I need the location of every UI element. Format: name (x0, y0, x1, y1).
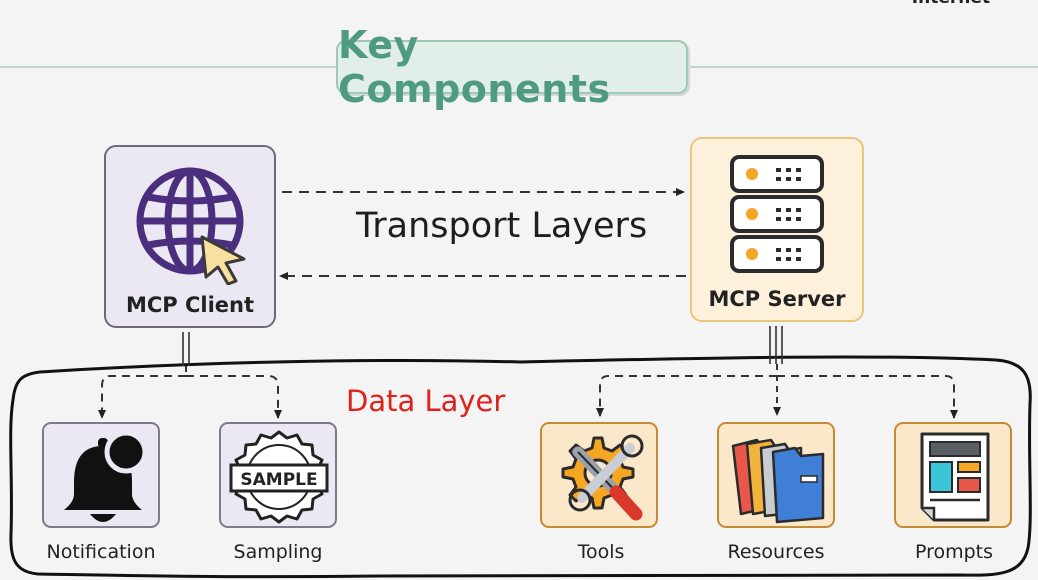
client-branch (186, 375, 282, 419)
transport-layers-label: Transport Layers (356, 206, 648, 246)
mcp-server-node: MCP Server (690, 137, 864, 322)
resources-tile (717, 422, 835, 528)
stamp-text: SAMPLE (240, 470, 317, 490)
corner-label: Internet (912, 0, 990, 8)
prompts-label: Prompts (914, 541, 994, 563)
resources-label: Resources (727, 541, 825, 563)
sample-stamp-icon: SAMPLE (229, 430, 329, 524)
sampling-tile: SAMPLE (219, 422, 337, 528)
data-layer-label: Data Layer (346, 384, 506, 418)
title-box: Key Components (336, 23, 688, 111)
notification-label: Notification (46, 541, 156, 563)
mcp-client-label: MCP Client (125, 293, 255, 317)
prompt-template-icon (920, 432, 990, 522)
bell-icon (64, 430, 148, 522)
diagram-title: Key Components (338, 23, 611, 111)
sampling-label: Sampling (233, 541, 323, 563)
notification-tile (42, 422, 160, 528)
tools-label: Tools (577, 541, 625, 563)
client-branch (98, 375, 186, 419)
server-rack-icon (730, 155, 824, 273)
folders-icon (731, 438, 825, 524)
prompts-tile (894, 422, 1012, 528)
tools-tile (540, 422, 658, 528)
data-layer-outline (9, 355, 1032, 579)
mcp-client-node: MCP Client (104, 145, 276, 328)
mcp-server-label: MCP Server (708, 287, 846, 311)
server-branch (596, 375, 777, 417)
server-branch (777, 375, 958, 419)
tools-icon (561, 434, 644, 521)
globe-cursor-icon (136, 167, 246, 285)
